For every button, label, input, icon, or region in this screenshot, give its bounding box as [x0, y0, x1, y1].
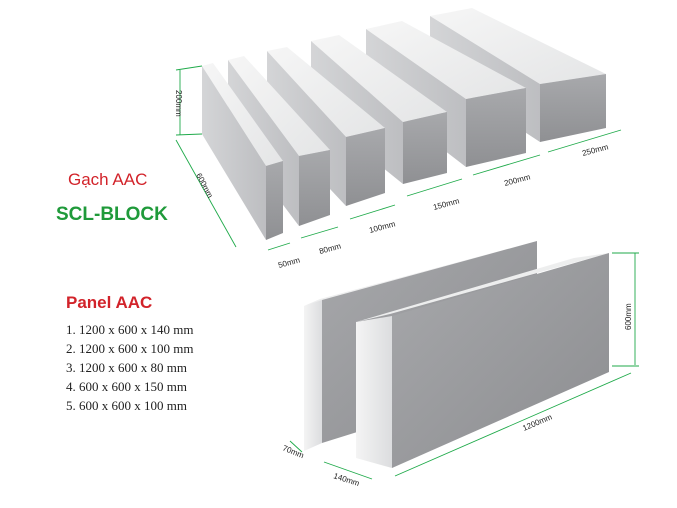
panel-height-label: 600mm — [624, 303, 633, 330]
block-50mm — [202, 63, 283, 240]
block-dimension-lines — [175, 65, 622, 251]
aac-block-title: Gạch AAC — [68, 170, 148, 189]
brand-title: SCL-BLOCK — [56, 204, 168, 225]
panel-length-label: 1200mm — [521, 412, 553, 433]
panel-spec-item: 4. 600 x 600 x 150 mm — [66, 379, 187, 394]
panel-spec-list: 1. 1200 x 600 x 140 mm 2. 1200 x 600 x 1… — [66, 320, 193, 415]
panel-spec-item: 2. 1200 x 600 x 100 mm — [66, 341, 194, 356]
panel-title: Panel AAC — [66, 293, 153, 312]
panel-spec-item: 1. 1200 x 600 x 140 mm — [66, 322, 194, 337]
block-width-label-250: 250mm — [581, 142, 609, 158]
block-width-label-200: 200mm — [503, 172, 531, 188]
block-height-label: 200mm — [174, 90, 183, 117]
block-length-label: 600mm — [194, 172, 215, 200]
block-width-label-150: 150mm — [432, 196, 460, 212]
panel-spec-item: 5. 600 x 600 x 100 mm — [66, 398, 187, 413]
panel-thin-label: 70mm — [281, 444, 305, 461]
block-width-label-50: 50mm — [277, 255, 301, 270]
panel-dimension-lines — [289, 252, 639, 480]
block-width-label-100: 100mm — [368, 219, 396, 235]
block-width-label-80: 80mm — [318, 241, 342, 256]
panel-spec-item: 3. 1200 x 600 x 80 mm — [66, 360, 187, 375]
panel-thick — [356, 253, 609, 468]
